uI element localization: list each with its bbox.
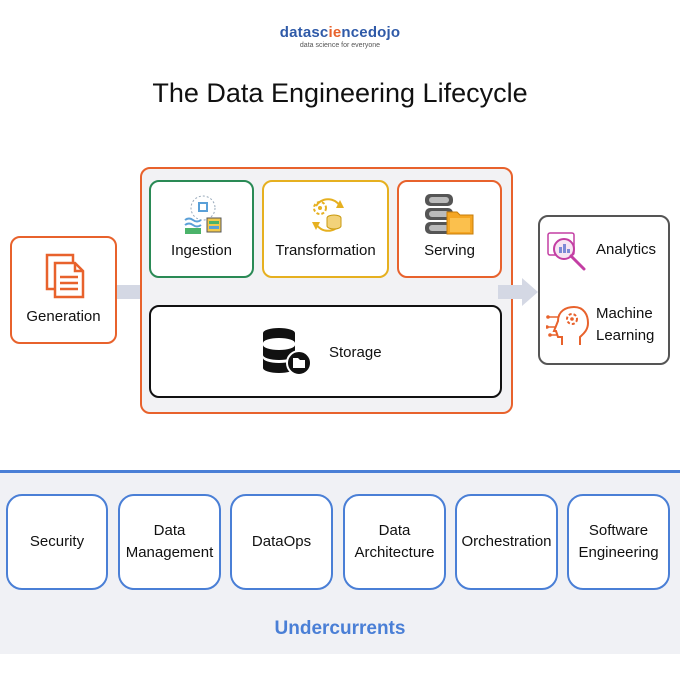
ml-label-line1: Machine: [596, 305, 653, 322]
document-icon: [45, 253, 85, 299]
analytics-label: Analytics: [596, 241, 657, 258]
transformation-label: Transformation: [275, 242, 376, 259]
transformation-box: Transformation: [262, 180, 389, 278]
generation-box: Generation: [10, 236, 117, 344]
storage-box: Storage: [149, 305, 502, 398]
ml-head-icon: [546, 305, 590, 345]
analytics-magnifier-icon: [547, 232, 586, 271]
ingestion-box: Ingestion: [149, 180, 254, 278]
serving-label: Serving: [424, 242, 475, 259]
ingestion-icon: [184, 195, 222, 234]
generation-label: Generation: [26, 308, 101, 325]
ingestion-label: Ingestion: [171, 242, 232, 259]
database-icon: [263, 328, 312, 375]
undercurrent-dataops: DataOps: [230, 494, 333, 590]
logo-wordmark: datasciencedojo: [279, 24, 401, 41]
logo-tagline: data science for everyone: [299, 42, 381, 49]
serving-box: Serving: [397, 180, 502, 278]
diagram-title: The Data Engineering Lifecycle: [152, 78, 528, 108]
arrow-right-icon: [498, 278, 538, 306]
server-folder-icon: [425, 194, 474, 235]
ml-label-line2: Learning: [596, 327, 655, 344]
brand-logo: datasciencedojo data science for everyon…: [0, 24, 680, 49]
undercurrents-title: Undercurrents: [274, 618, 406, 639]
storage-label: Storage: [329, 344, 382, 361]
transformation-icon: [312, 198, 344, 232]
undercurrent-security: Security: [6, 494, 108, 590]
outputs-box: Analytics Machine Learning: [538, 215, 670, 365]
undercurrents-band: [0, 470, 680, 654]
undercurrent-orchestration: Orchestration: [455, 494, 558, 590]
machine-learning-label: Machine Learning: [596, 303, 654, 347]
